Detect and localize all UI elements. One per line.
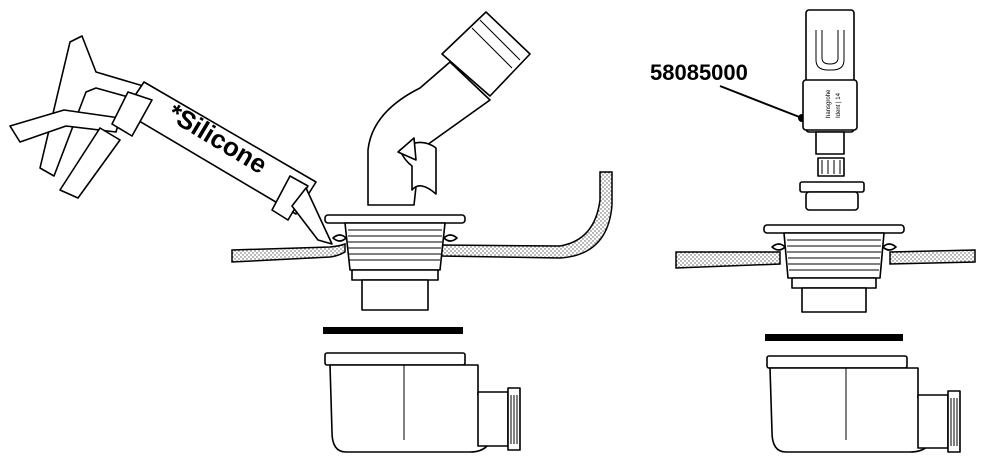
drain-flange-right	[763, 224, 905, 313]
left-panel: *Silicone	[9, 11, 613, 453]
cartridge-text-2: Ident | 14	[836, 92, 842, 118]
gasket-left	[323, 327, 463, 334]
shower-tray-left	[231, 242, 346, 263]
insertion-tool	[367, 11, 531, 206]
cartridge-58085000: hansgrohe Ident | 14	[802, 9, 858, 155]
drain-flange-left	[324, 214, 466, 311]
shower-tray-right-side	[889, 249, 976, 265]
gasket-right	[765, 334, 903, 341]
part-number-label: 58085000	[650, 60, 748, 85]
callout-leader-line	[719, 85, 803, 119]
drain-trap-left	[324, 352, 521, 453]
drain-insert-right	[799, 157, 865, 211]
right-panel: 58085000 hansgrohe Ident | 14	[650, 9, 976, 453]
drain-trap-right	[766, 355, 961, 453]
shower-tray-right	[675, 251, 781, 269]
shower-tray-left-right-side	[439, 171, 613, 259]
cartridge-text-1: hansgrohe	[826, 89, 832, 118]
silicone-gun: *Silicone	[9, 35, 333, 245]
